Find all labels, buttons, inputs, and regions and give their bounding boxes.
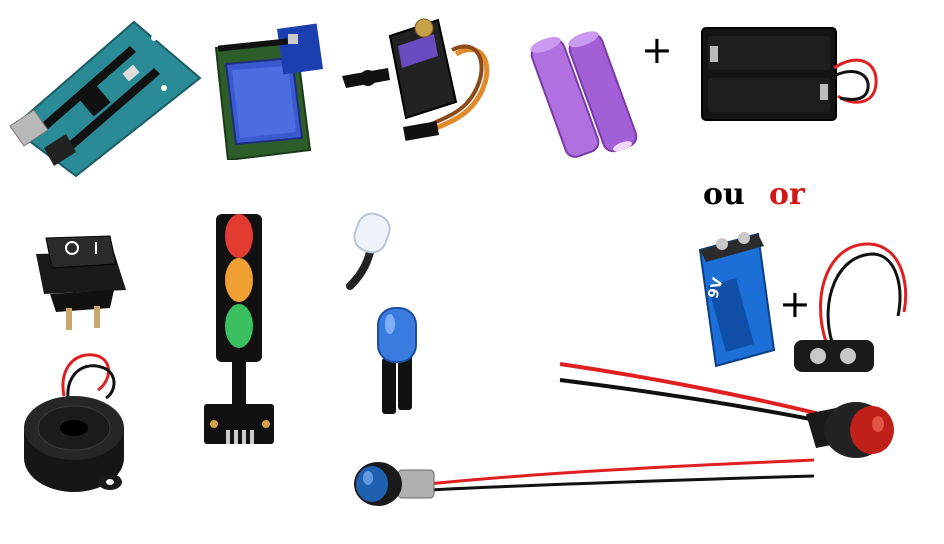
led-blue-icon (377, 307, 417, 414)
push-button-red-icon (559, 362, 894, 458)
servo-motor (338, 6, 498, 162)
lithium-cells (528, 22, 658, 162)
battery-clip (790, 232, 914, 378)
piezo-buzzer-icon (24, 353, 124, 492)
9v-label: 9V (705, 276, 726, 300)
battery-holder (698, 22, 888, 130)
9v-snap-icon (794, 242, 908, 372)
traffic-light-icon (204, 214, 274, 444)
led-clear-icon (346, 212, 391, 290)
18650-cells-icon (530, 31, 638, 158)
rocker-switch (30, 224, 130, 334)
rocker-switch-icon (36, 235, 126, 330)
blue-led (360, 302, 430, 420)
lcd-1602-icon (214, 23, 324, 160)
lcd-i2c-module (210, 20, 330, 160)
arduino-mega-icon (9, 20, 202, 178)
blue-push-button (348, 454, 818, 514)
plus-sign-top: + (641, 28, 673, 72)
arduino-mega-board (4, 18, 204, 178)
plus-sign-battery: + (779, 282, 811, 326)
traffic-light-module (200, 204, 280, 448)
clear-led (340, 208, 400, 290)
2x-battery-holder-icon (701, 27, 878, 121)
buzzer (18, 346, 128, 498)
servo-icon (342, 18, 490, 141)
push-button-blue-icon (354, 458, 815, 506)
word-or: or (769, 177, 805, 212)
word-ou: ou (703, 177, 745, 212)
9v-battery: 9V (694, 226, 780, 376)
9v-battery-icon: 9V (698, 232, 776, 368)
red-push-button (556, 358, 912, 466)
